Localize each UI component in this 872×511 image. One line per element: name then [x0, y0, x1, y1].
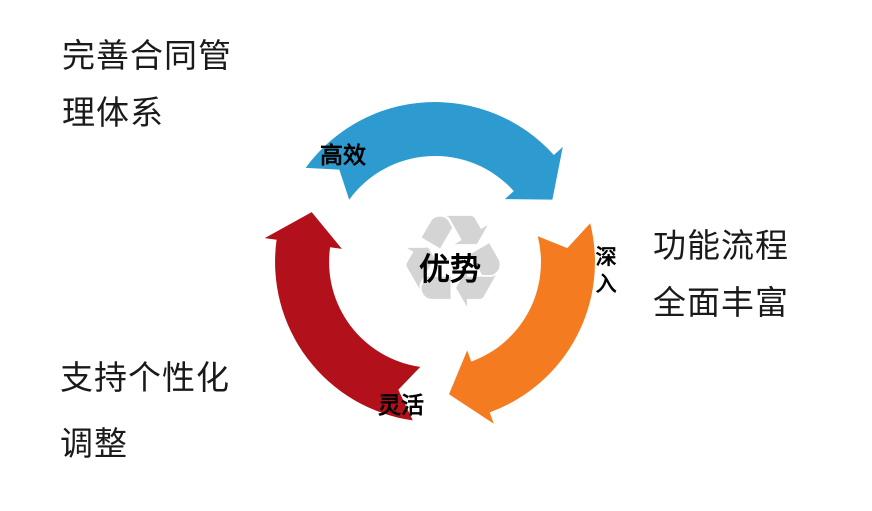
callout-right-line1: 功能流程 [653, 227, 789, 264]
callout-bottom-left-line1: 支持个性化 [60, 359, 230, 396]
callout-right: 功能流程 全面丰富 [653, 218, 789, 332]
callout-right-line2: 全面丰富 [653, 283, 789, 321]
arc-in-depth [449, 223, 595, 424]
arc-flexible [264, 212, 421, 421]
arc-efficient [305, 102, 563, 200]
center-label: 优势 [419, 252, 481, 287]
arc-label-efficient: 高效 [320, 142, 366, 168]
callout-bottom-left: 支持个性化 调整 [60, 345, 230, 477]
callout-top-left: 完善合同管 理体系 [62, 28, 232, 142]
arc-label-flexible: 灵活 [378, 392, 424, 418]
callout-top-left-line1: 完善合同管 [62, 37, 232, 74]
recycle-icon: ♻ [395, 191, 511, 334]
arc-label-in-depth: 深入 [595, 246, 617, 297]
callout-bottom-left-line2: 调整 [60, 425, 128, 462]
callout-top-left-line2: 理体系 [62, 93, 164, 131]
